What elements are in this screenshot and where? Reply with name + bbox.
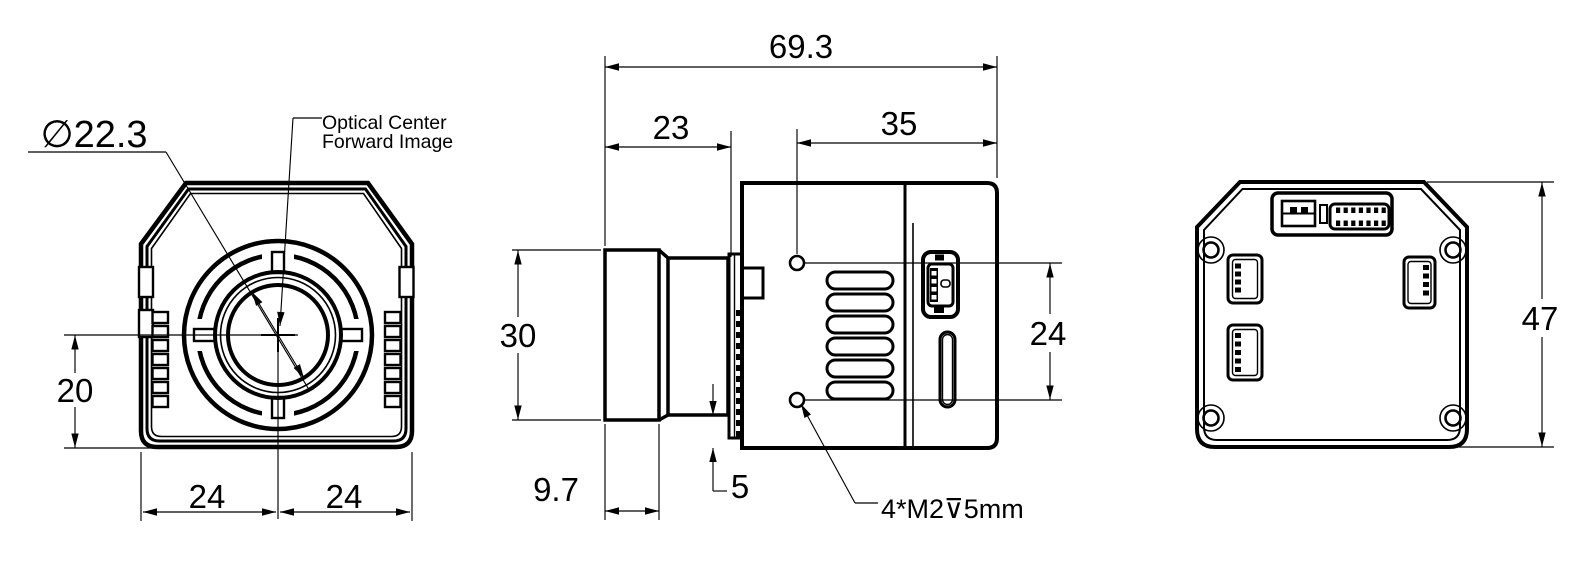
side-body — [740, 181, 999, 450]
lens-barrel — [603, 248, 730, 422]
mount-thread-marks — [736, 310, 741, 437]
screw-thread-note: 4*M2⊽5mm — [881, 494, 1024, 524]
side-view: 69.3 23 35 30 9.7 — [500, 28, 1067, 524]
heatsink-fins-right — [383, 310, 402, 409]
optical-center-note-line2: Forward Image — [322, 131, 453, 153]
dim-69-3: 69.3 — [604, 28, 998, 246]
dim-label-20: 20 — [57, 372, 94, 409]
dim-label-5: 5 — [731, 468, 749, 505]
dim-label-23: 23 — [653, 109, 690, 146]
mount-screw-holes — [788, 254, 806, 409]
screw-note-leader — [800, 403, 856, 504]
dim-24-24: 24 24 — [140, 452, 413, 521]
dim-label-30: 30 — [500, 317, 537, 354]
dim-5: 5 — [709, 384, 749, 505]
right-edge-slot — [398, 265, 415, 299]
lens-mount-flange — [727, 252, 744, 440]
lens-diameter-label: ∅22.3 — [40, 114, 147, 156]
top-connector-block — [1270, 191, 1394, 237]
corner-screw-holes — [1197, 236, 1467, 432]
multipin-connector — [1319, 202, 1391, 231]
io-connector-left-bottom — [1226, 323, 1264, 382]
heatsink-fins-left — [151, 310, 170, 409]
dim-9-7: 9.7 — [533, 424, 660, 520]
back-view: 47 — [1195, 180, 1559, 449]
lens-ring-key-east — [339, 327, 364, 343]
power-connector — [1280, 199, 1317, 228]
card-slot — [938, 330, 957, 409]
dim-30: 30 — [500, 249, 601, 421]
front-body-outline — [138, 180, 415, 450]
diameter-leader-line — [165, 151, 309, 389]
screw-thread-callout: 4*M2⊽5mm — [800, 403, 1024, 524]
io-connector-right — [1402, 255, 1437, 310]
dim-label-69-3: 69.3 — [769, 28, 833, 65]
dim-23: 23 — [605, 109, 732, 257]
screw-hole-upper — [788, 254, 806, 272]
body-front-tab — [740, 266, 765, 300]
dim-label-24-side: 24 — [1030, 315, 1067, 352]
dim-24-side: 24 — [804, 262, 1067, 401]
front-side-slots — [137, 265, 415, 339]
optical-center-leader — [277, 117, 294, 327]
dim-label-24-right: 24 — [326, 478, 363, 515]
optical-center-callout: Optical Center Forward Image — [277, 112, 453, 327]
front-view: ∅22.3 Optical Center Forward Image 20 24… — [28, 112, 453, 521]
io-connector-left-top — [1226, 253, 1264, 305]
dim-label-35: 35 — [881, 105, 918, 142]
dim-20: 20 — [57, 335, 152, 449]
cooling-vents — [825, 270, 895, 401]
dim-label-47: 47 — [1522, 300, 1559, 337]
dim-47: 47 — [1427, 181, 1559, 448]
optical-center-note-line1: Optical Center — [322, 112, 447, 134]
lens-ring-key-north — [270, 250, 286, 275]
dim-label-9-7: 9.7 — [533, 471, 579, 508]
usb-port — [921, 250, 960, 319]
left-edge-slot-lower — [137, 308, 155, 339]
dim-lens-diameter: ∅22.3 — [28, 114, 309, 389]
dim-35: 35 — [796, 105, 997, 254]
dim-label-24-left: 24 — [189, 478, 226, 515]
back-body-outline — [1195, 180, 1469, 449]
usb-pin-strip — [930, 268, 938, 302]
left-edge-slot-upper — [137, 265, 155, 299]
